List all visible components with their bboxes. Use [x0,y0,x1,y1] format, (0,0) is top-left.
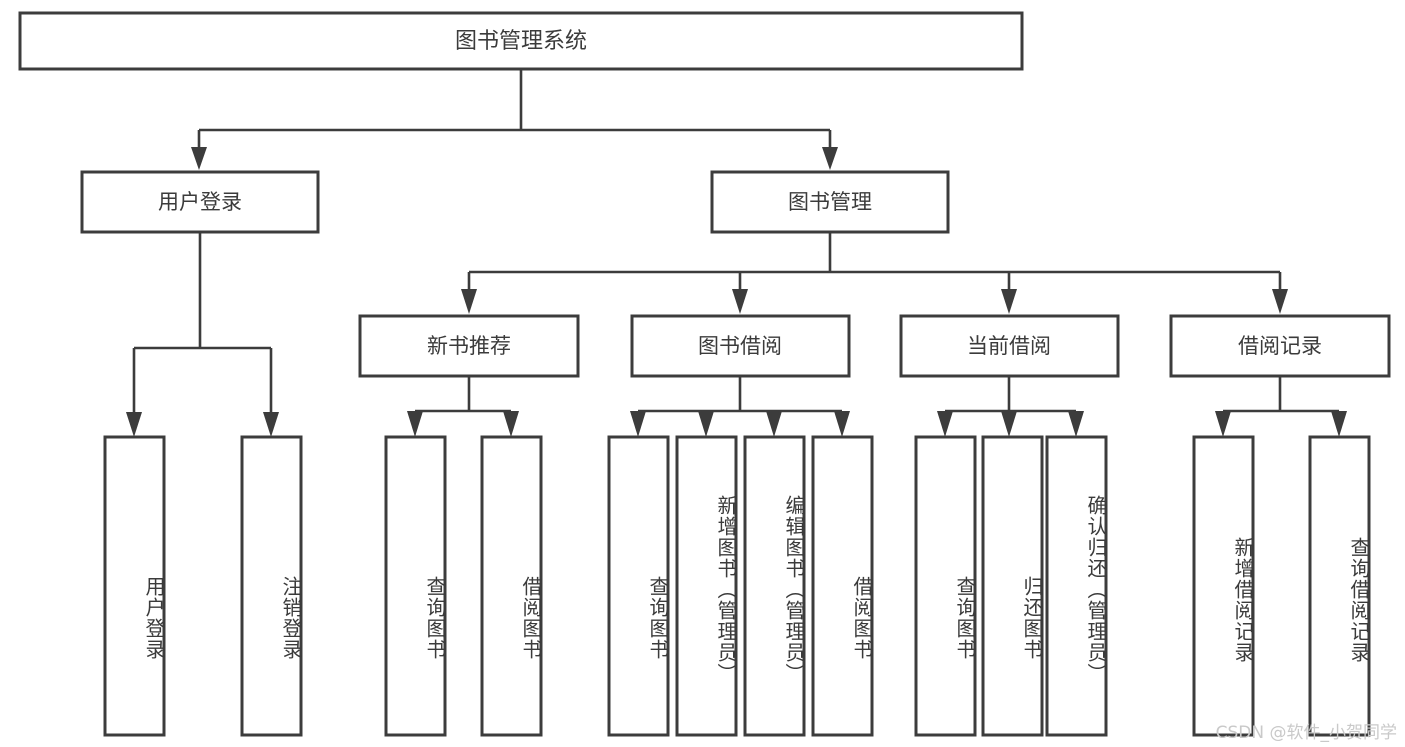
leaf-box-book-borrow-2[interactable] [675,435,738,737]
node-new-book-recommend-label: 新书推荐 [427,334,511,358]
arrow-head-icon [698,411,714,437]
arrow-head-icon [766,411,782,437]
connector-borrow-record-to-leaves [1215,376,1347,437]
csdn-watermark: CSDN @软件_小贺同学 [1215,723,1397,743]
node-root[interactable]: 图书管理系统 [18,11,1024,71]
arrow-head-icon [1001,289,1017,314]
arrow-head-icon [1001,411,1017,437]
arrow-head-icon [834,411,850,437]
leaf-box-book-borrow-3[interactable] [743,435,806,737]
leaf-box-current-borrow-3[interactable] [1045,435,1108,737]
node-user-login[interactable]: 用户登录 [80,170,320,234]
node-current-borrow-box[interactable] [899,314,1120,378]
leaf-box-book-borrow-4[interactable] [811,435,874,737]
leaf-box-book-borrow-1[interactable] [607,435,670,737]
arrow-head-icon [1068,411,1084,437]
node-root-box[interactable] [18,11,1024,71]
connector-book-borrow-to-leaves [630,376,850,437]
leaf-box-borrow-record-2[interactable] [1308,435,1371,737]
leaf-box-current-borrow-2[interactable] [981,435,1044,737]
connector-book-management-to-level2 [461,232,1288,314]
leaf-box-user-login-2[interactable] [240,435,303,737]
node-new-book-recommend[interactable]: 新书推荐 [358,314,580,378]
arrow-head-icon [126,412,142,437]
node-borrow-record-label: 借阅记录 [1238,334,1322,358]
arrow-head-icon [630,411,646,437]
connector-user-login-to-leaves [126,232,279,437]
leaf-box-new-book-2[interactable] [480,435,543,737]
arrow-head-icon [407,411,423,437]
node-new-book-recommend-box[interactable] [358,314,580,378]
node-current-borrow[interactable]: 当前借阅 [899,314,1120,378]
arrow-head-icon [822,147,838,170]
arrow-head-icon [1215,411,1231,437]
node-root-label: 图书管理系统 [455,29,587,54]
arrow-head-icon [191,147,207,170]
connector-new-book-recommend-to-leaves [407,376,519,437]
arrow-head-icon [1272,289,1288,314]
leaf-box-borrow-record-1[interactable] [1192,435,1255,737]
node-book-management-label: 图书管理 [788,190,872,214]
node-user-login-label: 用户登录 [158,190,242,214]
node-book-management[interactable]: 图书管理 [710,170,950,234]
connector-current-borrow-to-leaves [937,376,1084,437]
leaf-box-new-book-1[interactable] [384,435,447,737]
node-book-borrow-label: 图书借阅 [698,334,782,358]
arrow-head-icon [263,412,279,437]
arrow-head-icon [937,411,953,437]
connector-root-to-level1 [191,69,838,170]
arrow-head-icon [503,411,519,437]
arrow-head-icon [1331,411,1347,437]
node-borrow-record[interactable]: 借阅记录 [1169,314,1391,378]
node-user-login-box[interactable] [80,170,320,234]
arrow-head-icon [461,289,477,314]
leaf-box-current-borrow-1[interactable] [914,435,977,737]
arrow-head-icon [732,289,748,314]
leaf-box-user-login-1[interactable] [103,435,166,737]
node-current-borrow-label: 当前借阅 [967,334,1051,358]
node-book-borrow[interactable]: 图书借阅 [630,314,851,378]
